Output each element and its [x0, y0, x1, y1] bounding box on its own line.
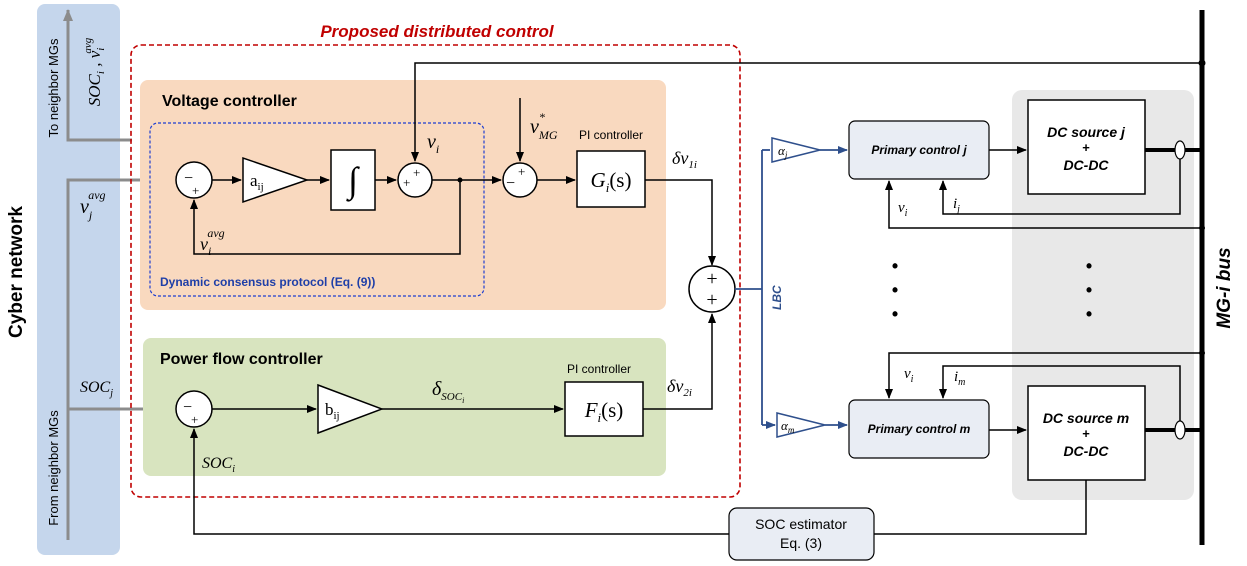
lbc-label: LBC: [770, 285, 784, 310]
integrator-symbol: ∫: [346, 160, 360, 202]
from-neighbors-label: From neighbor MGs: [46, 410, 61, 526]
delta-v2i-label: δv2i: [667, 376, 692, 399]
pi-block-g: [576, 150, 646, 208]
ellipsis-primary: • • •: [892, 256, 898, 324]
sum3-plus: +: [518, 164, 525, 179]
dc-source-j-plus: +: [1082, 140, 1090, 155]
incoming-vj-arrow: [66, 175, 173, 540]
current-sensor-j: [1174, 140, 1186, 160]
delta-soc-label: δSOCi: [432, 378, 464, 405]
ellipsis-dc-sources: • • •: [1086, 256, 1092, 324]
pi-block-f-label: Fi(s): [584, 398, 624, 425]
svg-text:•: •: [892, 280, 898, 300]
pi-block-g-label: Gi(s): [591, 168, 632, 195]
soci-feedback-label: SOCi: [202, 455, 235, 475]
wire-dc-to-soc-estimator: [874, 480, 1087, 535]
dc-source-m: [1027, 385, 1146, 481]
wire-im-to-primary-m: [939, 365, 1181, 421]
primary-control-m-label: Primary control m: [868, 422, 971, 436]
sum4-plus: +: [191, 412, 198, 427]
final-sum-plus-top: +: [706, 268, 717, 290]
wire-pi-f-to-sum: [643, 313, 716, 410]
vi-label: vi: [427, 131, 439, 156]
sum2-plus-left: +: [403, 175, 410, 190]
soc-estimator-line2: Eq. (3): [780, 535, 822, 551]
power-flow-controller-panel: [143, 338, 666, 476]
ij-label: ij: [953, 196, 960, 215]
svg-text:•: •: [892, 256, 898, 276]
dc-source-j-line1: DC source j: [1047, 124, 1126, 140]
alpha-m-label: αm: [781, 418, 795, 435]
primary-control-m: [848, 399, 990, 459]
gain-bij-block: [317, 383, 385, 435]
gain-aij-block: [242, 156, 310, 204]
dc-source-m-plus: +: [1082, 426, 1090, 441]
current-sensor-m: [1174, 420, 1186, 440]
gain-aij-label: aij: [250, 171, 264, 193]
proposed-control-title: Proposed distributed control: [320, 22, 555, 41]
dc-source-j-line3: DC-DC: [1063, 157, 1109, 173]
mg-bus-label: MG-i bus: [1214, 247, 1235, 328]
voltage-controller-title: Voltage controller: [162, 93, 297, 110]
delta-v1i-label: δv1i: [672, 148, 697, 171]
svg-text:•: •: [1086, 256, 1092, 276]
vi-label-m: vi: [904, 366, 914, 385]
wire-vi-to-primary-m: [885, 352, 1202, 399]
dc-source-m-line3: DC-DC: [1063, 443, 1109, 459]
im-label: im: [954, 369, 965, 388]
wire-bus-voltage-feedback: [411, 62, 1202, 162]
alpha-j-gain: [771, 137, 821, 163]
cyber-network-title: Cyber network: [6, 206, 27, 338]
proposed-control-frame: [130, 44, 741, 498]
dc-source-j: [1027, 99, 1146, 195]
alpha-m-gain: [776, 412, 826, 438]
power-flow-title: Power flow controller: [160, 351, 323, 368]
bus-tap-top: [1198, 59, 1206, 67]
pi-controller-f-title: PI controller: [567, 362, 631, 376]
svg-text:•: •: [1086, 280, 1092, 300]
outgoing-cyber-arrow: [63, 9, 132, 142]
sum4-minus: −: [183, 399, 192, 416]
voltage-controller-panel: [140, 80, 666, 310]
sum1-minus-sign: −: [184, 170, 193, 187]
sum2-plus-top: +: [413, 165, 420, 180]
wire-feedback: [190, 180, 461, 255]
wire-pi-g-to-sum: [645, 179, 716, 266]
vi-avg-feedback-label: viavg: [200, 226, 225, 258]
primary-control-j-label: Primary control j: [871, 143, 967, 157]
gain-bij-label: bij: [325, 400, 340, 422]
sum1-plus-sign: +: [192, 183, 199, 198]
alpha-j-label: αj: [778, 143, 788, 160]
vmg-ref-label: v*MG: [530, 110, 558, 142]
cyber-network-bar: [37, 4, 120, 555]
vi-label-j: vi: [898, 200, 908, 219]
to-neighbors-label: To neighbor MGs: [46, 38, 61, 137]
soc-estimator-line1: SOC estimator: [755, 516, 847, 532]
svg-text:•: •: [892, 304, 898, 324]
sum3-minus: −: [506, 175, 515, 192]
consensus-label: Dynamic consensus protocol (Eq. (9)): [160, 275, 375, 289]
vj-avg-label: vjavg: [80, 188, 106, 222]
svg-text:SOCi , viavg: SOCi , viavg: [82, 37, 107, 106]
wire-ij-to-primary-j: [939, 159, 1181, 215]
wire-soc-estimator-feedback: [190, 428, 729, 535]
dc-source-m-line1: DC source m: [1043, 410, 1129, 426]
socj-label: SOCj: [80, 379, 113, 399]
wire-vi-to-primary-j: [885, 180, 1202, 229]
pi-controller-g-title: PI controller: [579, 128, 643, 142]
svg-text:•: •: [1086, 304, 1092, 324]
final-sum-plus-bottom: +: [706, 289, 717, 311]
outgoing-signals-label: SOCi , viavg: [82, 37, 107, 106]
